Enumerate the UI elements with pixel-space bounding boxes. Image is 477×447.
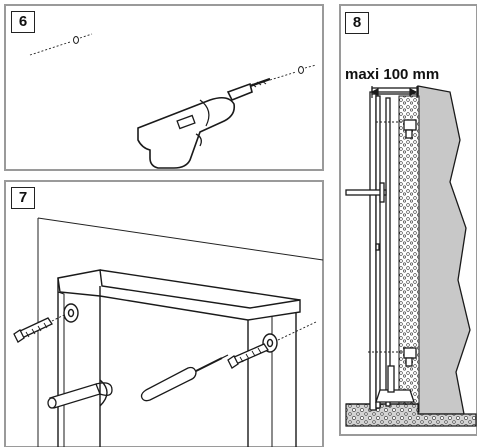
wall-plug-left-icon: [13, 313, 67, 343]
panel-anchoring: [4, 180, 324, 447]
screwdriver-icon: [140, 354, 229, 402]
wall-plug-right-icon: [227, 321, 317, 369]
step-number-7: 7: [11, 187, 35, 209]
backing-frame: [57, 269, 301, 447]
step-number-6: 6: [11, 11, 35, 33]
step-number-8: 8: [345, 12, 369, 34]
panel-spacing: [339, 4, 477, 436]
panel-drilling: [4, 4, 324, 171]
max-spacing-label: maxi 100 mm: [345, 66, 440, 83]
drill-hole-right: [269, 64, 317, 81]
power-drill-icon: [137, 77, 271, 169]
drill-hole-left: [29, 33, 93, 56]
anchor-bolt-icon: [47, 382, 113, 409]
frame-profile: [345, 87, 419, 411]
dimension-arrow: [370, 86, 418, 98]
